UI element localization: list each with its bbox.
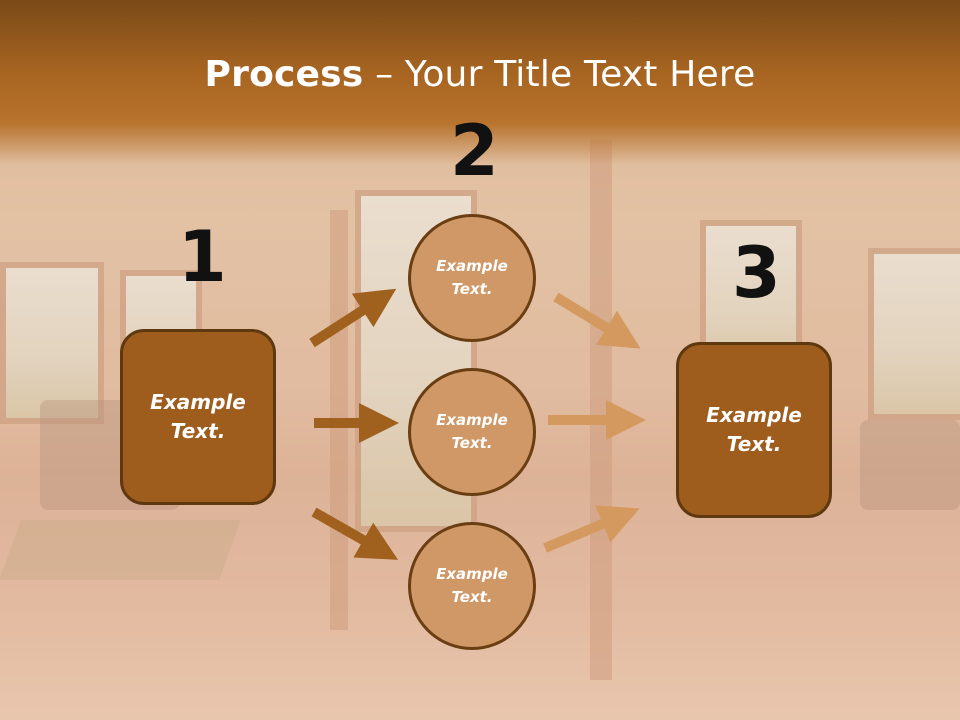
left-box-label: Example Text. bbox=[150, 390, 246, 443]
circle-3-label: Example Text. bbox=[436, 565, 508, 606]
circle-1: Example Text. bbox=[408, 214, 536, 342]
title-bold: Process bbox=[204, 54, 364, 95]
window-left bbox=[0, 262, 104, 424]
chair bbox=[860, 420, 960, 510]
circle-2-label: Example Text. bbox=[436, 411, 508, 452]
step-number-1: 1 bbox=[178, 216, 227, 298]
arrow-circle-1-to-right bbox=[553, 292, 641, 349]
right-box-label: Example Text. bbox=[706, 403, 802, 456]
window-far-right bbox=[868, 248, 960, 420]
arrow-left-to-circle-3 bbox=[311, 507, 399, 560]
step-number-2: 2 bbox=[450, 110, 499, 192]
arrow-circle-3-to-right bbox=[543, 505, 640, 553]
slide-title: Process – Your Title Text Here bbox=[0, 54, 960, 95]
circle-1-label: Example Text. bbox=[436, 257, 508, 298]
title-band bbox=[0, 0, 960, 165]
title-rest: – Your Title Text Here bbox=[363, 54, 756, 95]
wood-post bbox=[590, 140, 612, 680]
arrow-left-to-circle-1 bbox=[309, 288, 397, 348]
left-box: Example Text. bbox=[120, 329, 276, 505]
right-box: Example Text. bbox=[676, 342, 832, 518]
circle-2: Example Text. bbox=[408, 368, 536, 496]
circle-3: Example Text. bbox=[408, 522, 536, 650]
step-number-3: 3 bbox=[732, 232, 781, 314]
